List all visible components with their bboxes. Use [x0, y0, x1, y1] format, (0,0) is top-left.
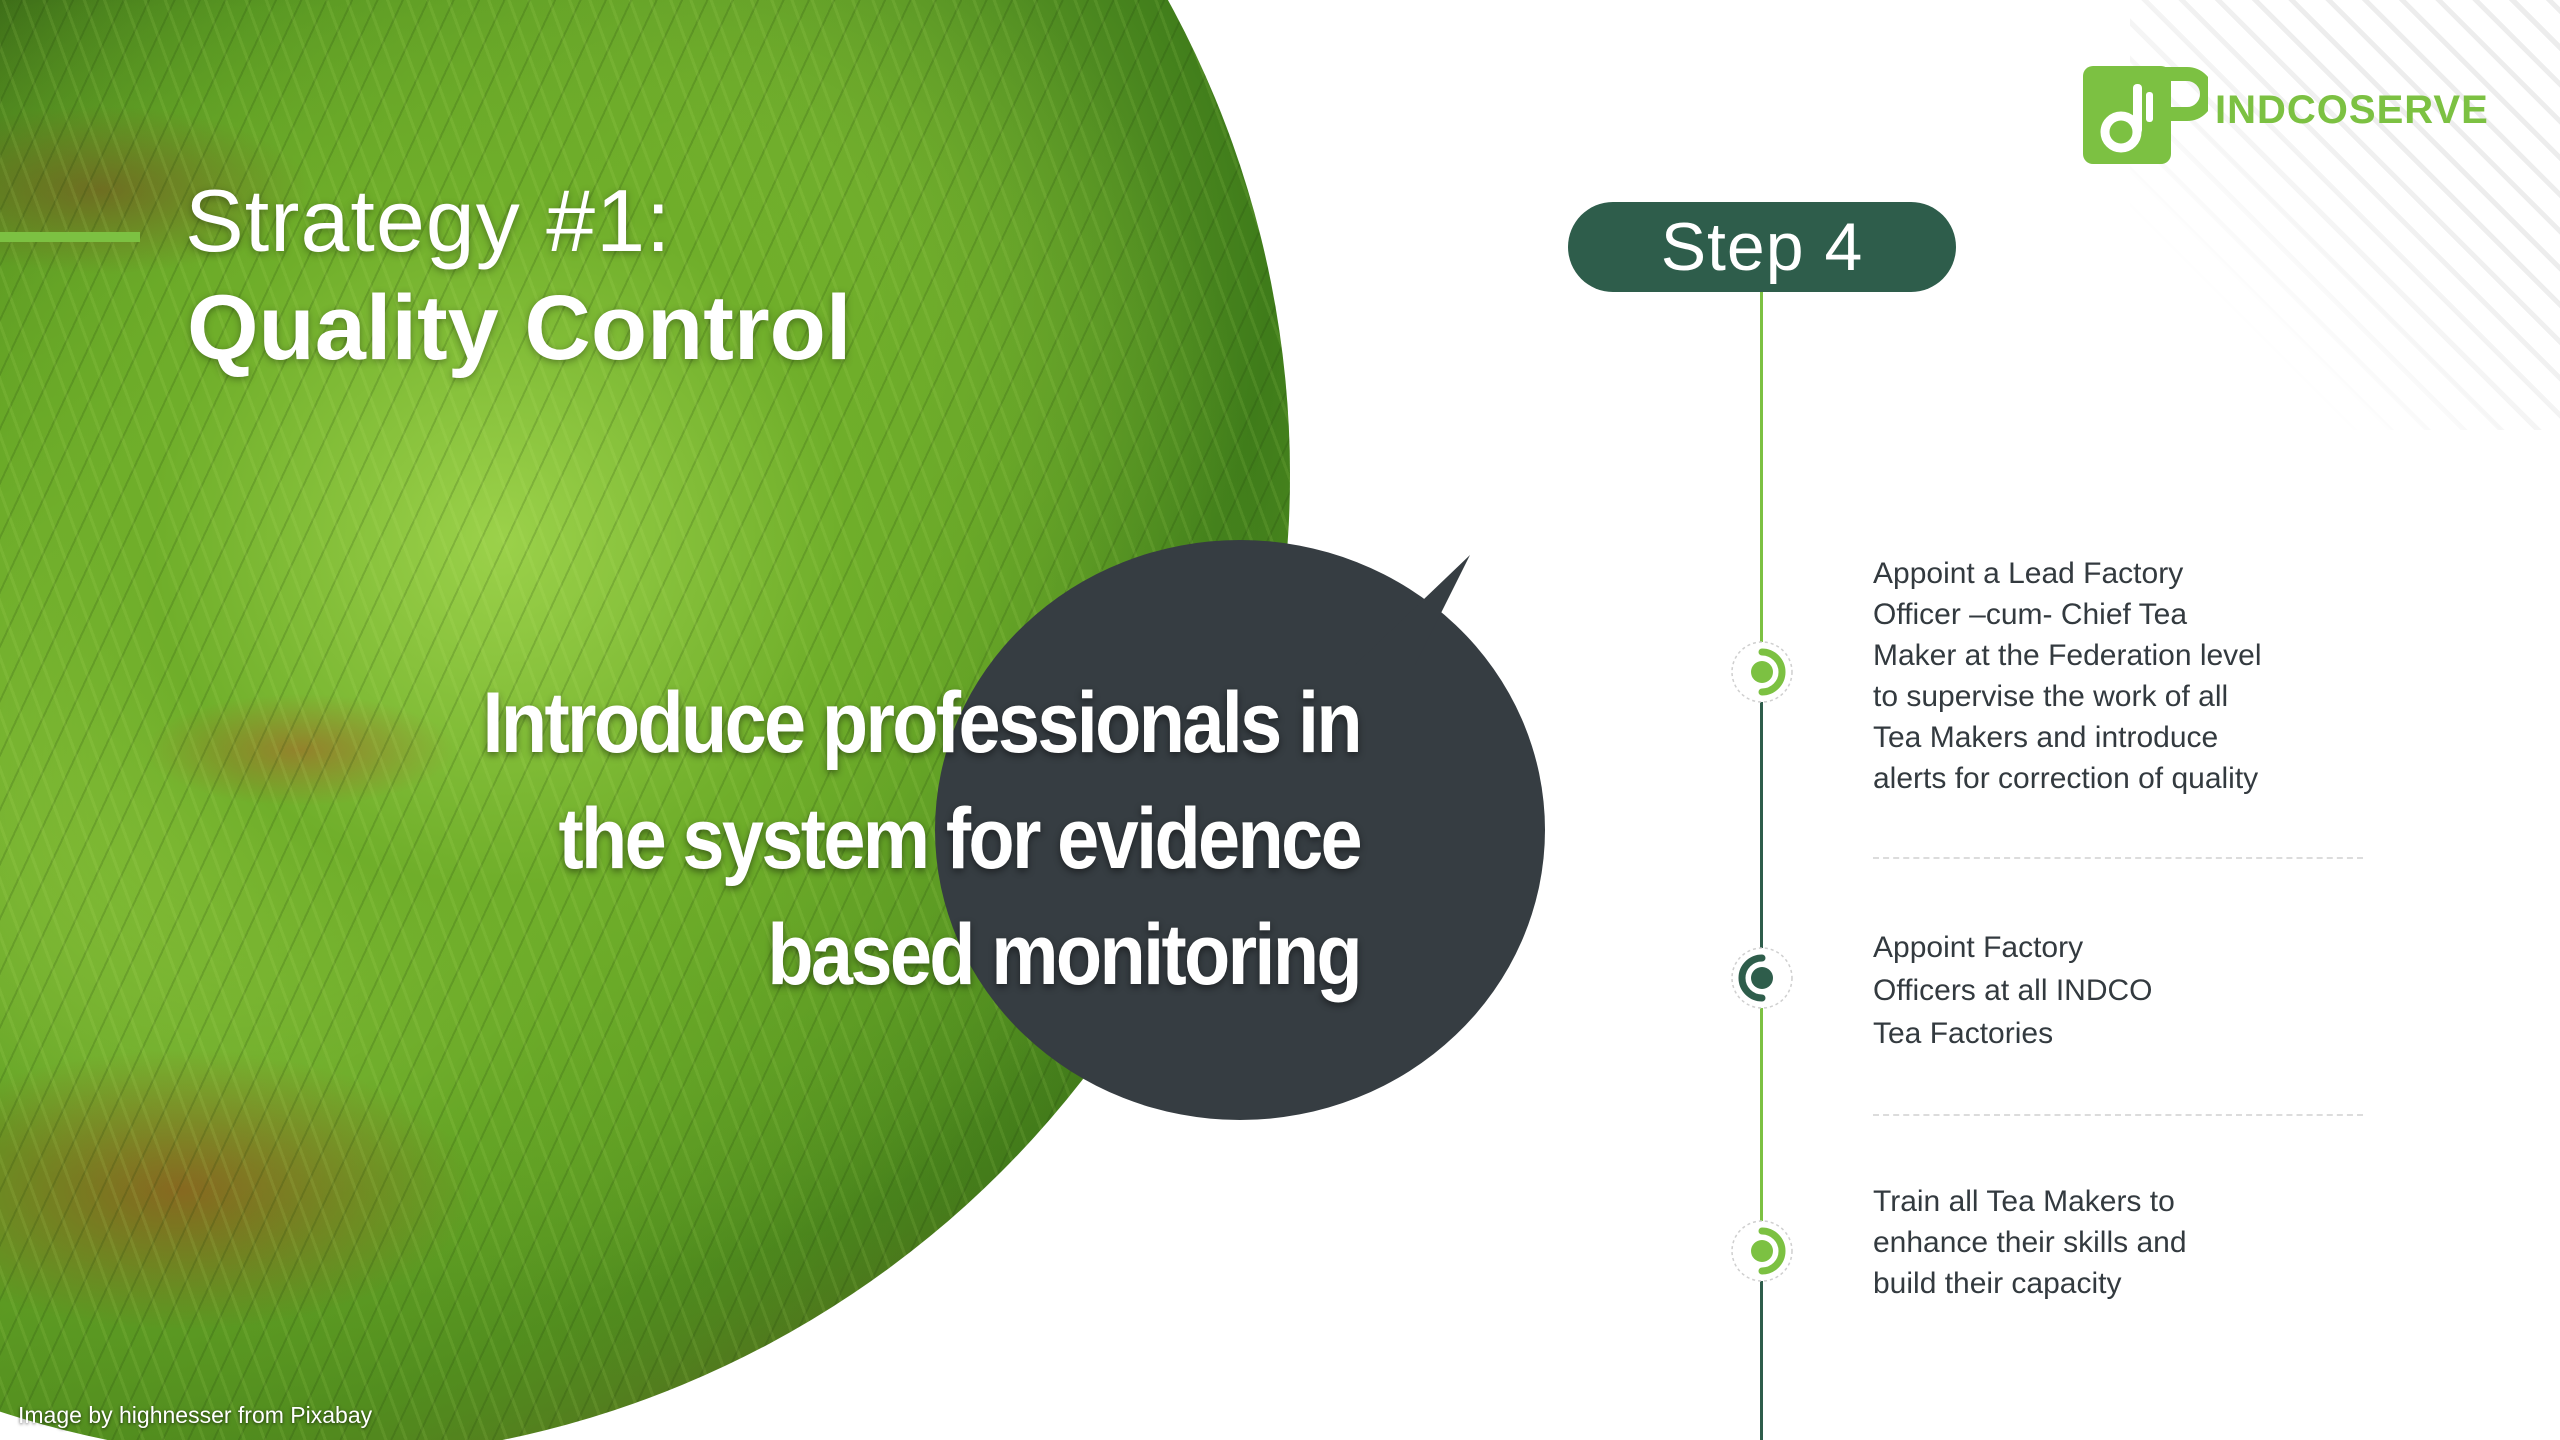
main-message-line: Introduce professionals in — [482, 675, 1362, 771]
main-message: Introduce professionals in the system fo… — [480, 665, 1362, 1013]
timeline-item-line: Appoint Factory — [1873, 931, 2084, 964]
timeline-marker-icon — [1731, 1220, 1793, 1282]
timeline-item-line: Officer –cum- Chief Tea — [1873, 598, 2188, 631]
step-badge: Step 4 — [1568, 202, 1956, 292]
timeline-item-line: Officers at all INDCO — [1873, 974, 2153, 1007]
timeline-marker-icon — [1731, 641, 1793, 703]
timeline-divider — [1873, 1114, 2363, 1116]
timeline-line-segment — [1760, 977, 1763, 1247]
logo-wordmark: INDCOSERVE — [2215, 88, 2489, 132]
timeline-item-line: to supervise the work of all — [1873, 680, 2229, 713]
timeline-item-line: Tea Factories — [1873, 1017, 2054, 1050]
speech-bubble — [935, 540, 1545, 1120]
title-strategy: Strategy #1: — [185, 171, 672, 270]
title-quality-control: Quality Control — [187, 277, 852, 379]
timeline-line-segment — [1760, 672, 1763, 977]
timeline-item-text: Appoint a Lead Factory Officer –cum- Chi… — [1873, 553, 2262, 799]
timeline-item-line: Tea Makers and introduce — [1873, 721, 2219, 754]
main-message-line: based monitoring — [767, 907, 1362, 1003]
timeline-item-line: alerts for correction of quality — [1873, 762, 2259, 795]
timeline-marker-icon — [1731, 947, 1793, 1009]
title-accent-bar — [0, 232, 140, 242]
main-message-line: the system for evidence — [558, 791, 1362, 887]
timeline-line-segment — [1760, 292, 1763, 672]
image-credit: Image by highnesser from Pixabay — [18, 1402, 373, 1428]
timeline-item-line: Train all Tea Makers to — [1873, 1185, 2175, 1218]
timeline-item-line: build their capacity — [1873, 1267, 2122, 1300]
timeline-item-line: Maker at the Federation level — [1873, 639, 2262, 672]
indcoserve-cup-icon — [2083, 66, 2208, 164]
timeline-line-segment — [1760, 1247, 1763, 1440]
timeline-item-line: enhance their skills and — [1873, 1226, 2187, 1259]
timeline-item-line: Appoint a Lead Factory — [1873, 557, 2184, 590]
photo-shade — [0, 0, 320, 10]
timeline-divider — [1873, 857, 2363, 859]
speech-bubble-tail — [1355, 555, 1470, 665]
decorative-stripes — [2130, 0, 2560, 430]
timeline-item-text: Appoint Factory Officers at all INDCO Te… — [1873, 926, 2153, 1055]
timeline-item-text: Train all Tea Makers to enhance their sk… — [1873, 1181, 2187, 1304]
